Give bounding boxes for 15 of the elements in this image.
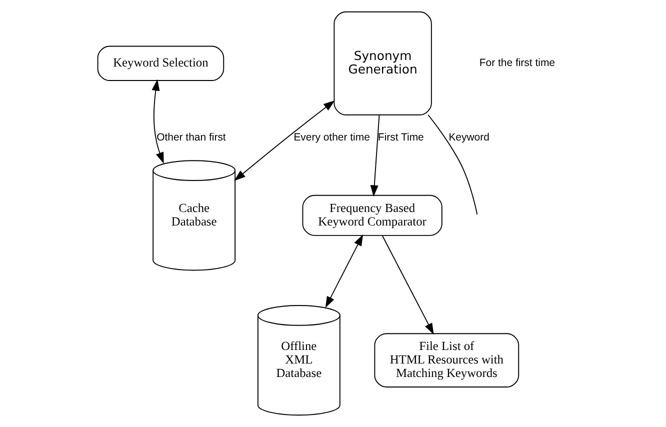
node-box: File List of HTML Resources with Matching Keywords bbox=[374, 333, 520, 388]
edge-label: Other than first bbox=[156, 132, 226, 144]
arrow bbox=[370, 114, 380, 197]
edge-label: First Time bbox=[378, 132, 424, 144]
connector bbox=[428, 114, 478, 215]
node-box: Keyword Selection bbox=[97, 46, 224, 82]
arrow bbox=[152, 79, 164, 164]
edge-label: Every other time bbox=[294, 132, 370, 144]
arrow bbox=[382, 235, 434, 335]
label: For the first time bbox=[479, 58, 556, 70]
edge-label: Keyword bbox=[448, 132, 490, 144]
arrow bbox=[325, 234, 364, 308]
node-box: Synonym Generation bbox=[334, 11, 432, 116]
arrow bbox=[234, 100, 335, 181]
node-box: Frequency Based Keyword Comparator bbox=[302, 194, 442, 236]
